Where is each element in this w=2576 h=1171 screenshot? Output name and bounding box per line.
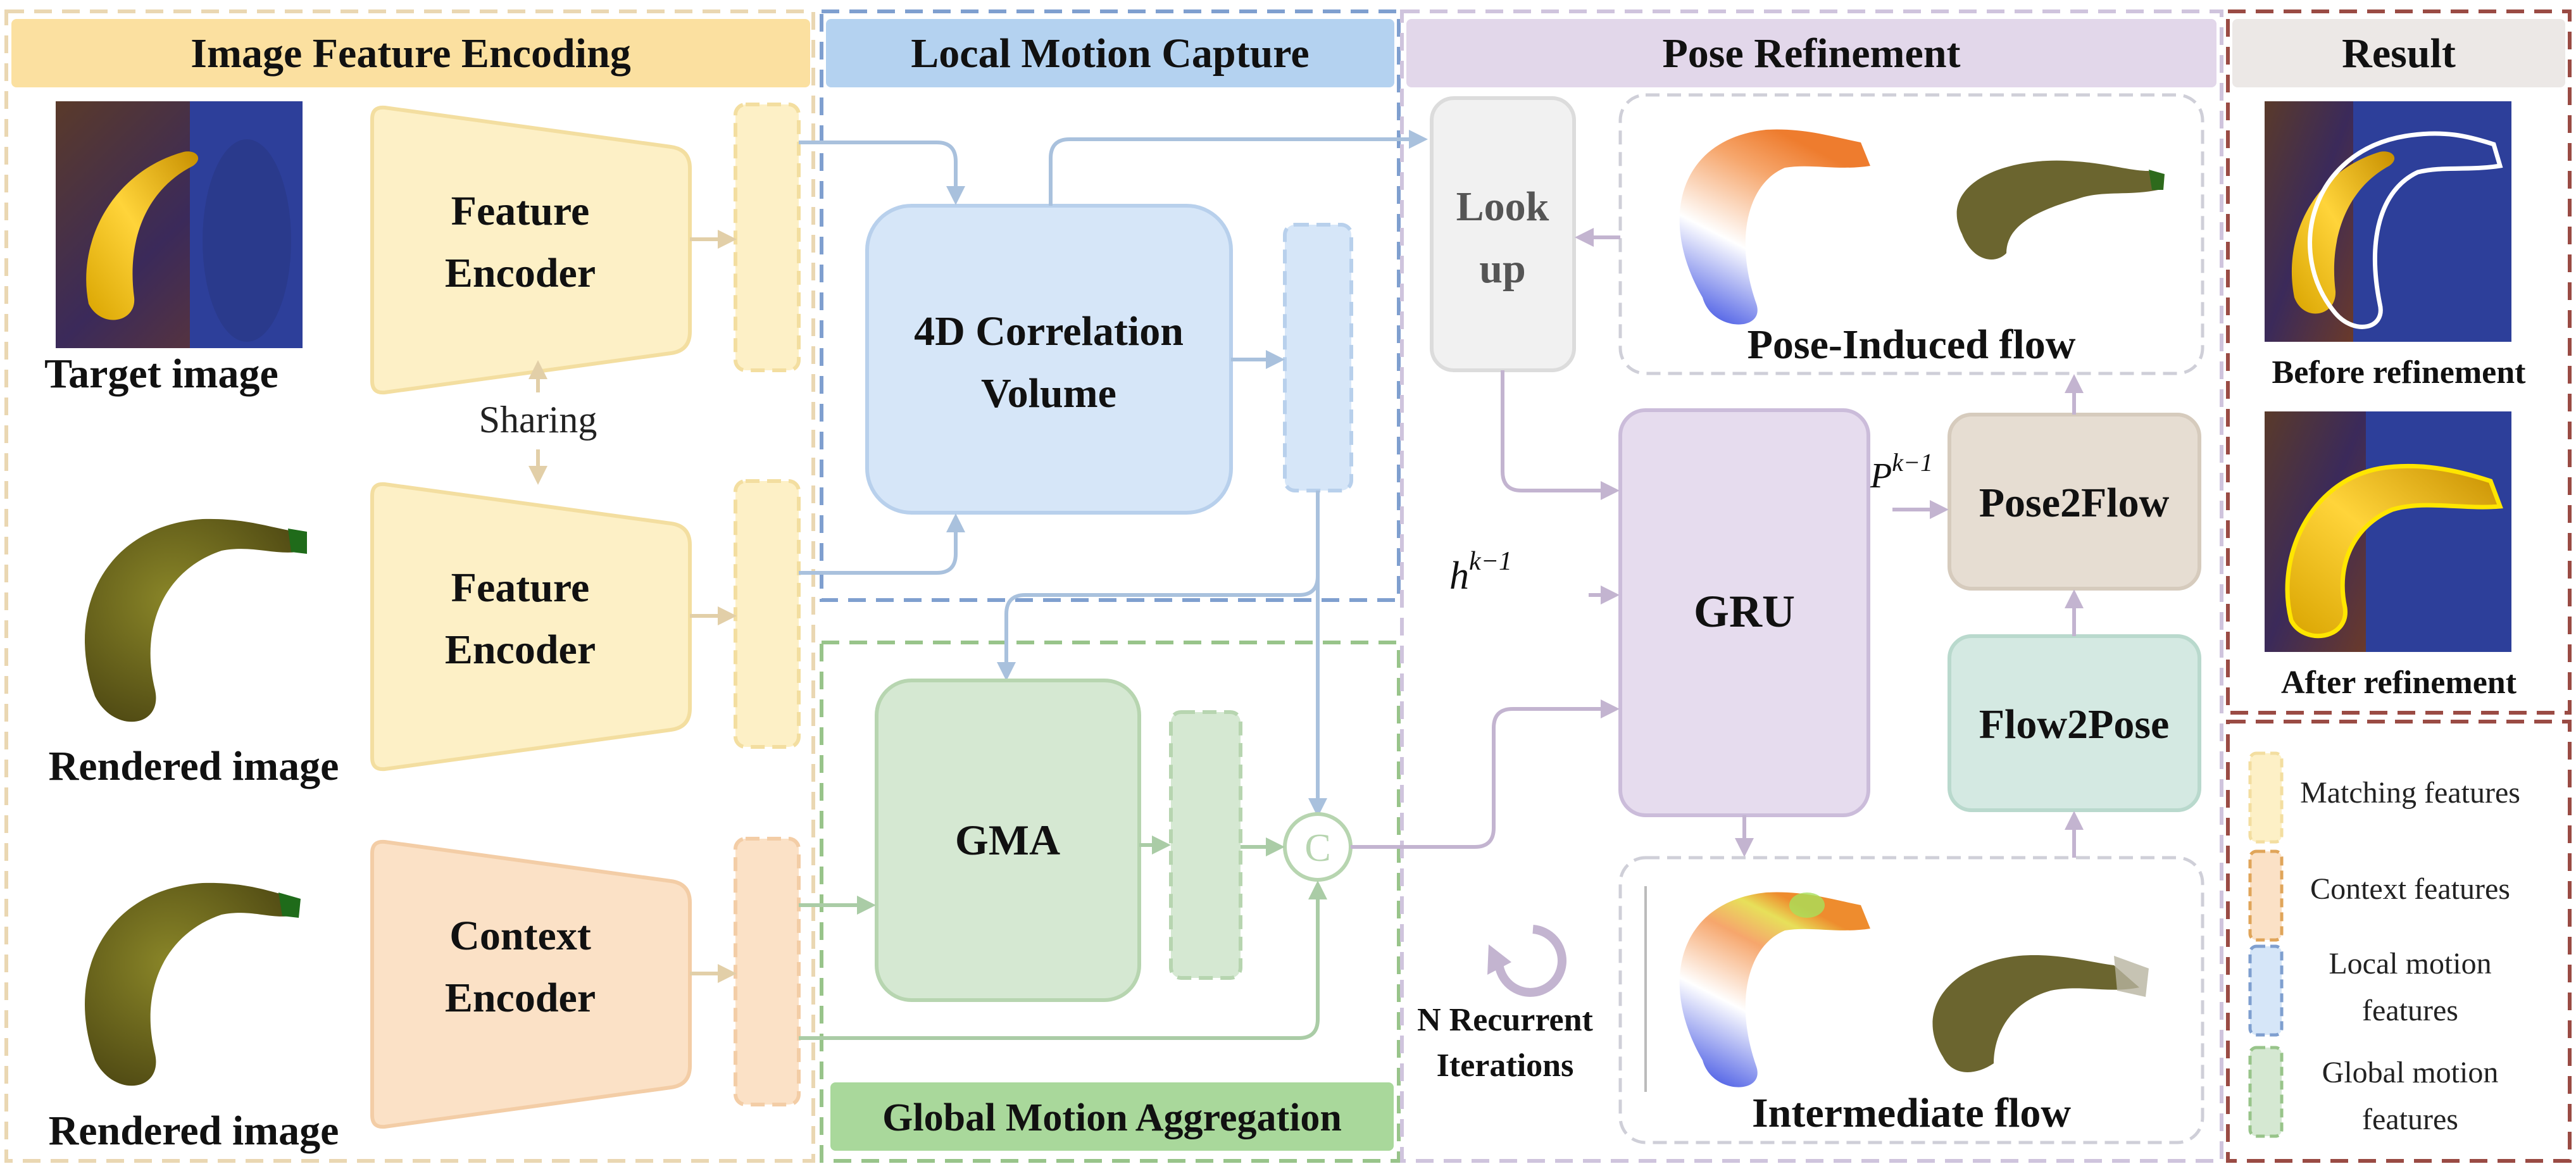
result-title-bar [2232,19,2565,87]
target-image-label: Target image [44,351,278,397]
gru-label: GRU [1694,586,1795,637]
local-motion-feature-bar [1283,223,1353,492]
legend-local-line2: features [2362,994,2458,1027]
legend-context-swatch [2248,849,2284,942]
pose-induced-flow-box [1618,93,2204,375]
global-motion-title-bar [830,1082,1394,1151]
feature-encoding-title: Image Feature Encoding [191,30,630,77]
correlation-volume-line1: 4D Correlation [914,308,1184,354]
feature-encoder-2 [370,482,692,772]
legend-frame [2226,720,2572,1163]
feature-encoder-1-line1: Feature [451,188,590,234]
legend-local-swatch [2248,944,2284,1037]
lookup-line2: up [1479,246,1525,292]
global-motion-frame [820,641,1401,1163]
pose-induced-flow-mesh [1956,160,2165,260]
intermediate-flow-field [1679,892,1870,1087]
feature-encoding-title-bar [11,19,810,87]
legend-global-swatch [2248,1046,2284,1138]
pose-induced-flow-field [1679,129,1870,325]
legend-global-line1: Global motion [2322,1056,2499,1089]
correlation-volume [865,204,1233,515]
feature-encoder-2-line2: Encoder [445,627,596,673]
intermediate-flow-mesh [1932,955,2149,1072]
correlation-volume-line2: Volume [981,370,1116,416]
rendered-image-1-label: Rendered image [49,743,339,789]
result-frame [2226,9,2572,715]
context-encoder [370,839,692,1129]
legend-matching-swatch [2248,751,2284,844]
flow2pose-label: Flow2Pose [1979,701,2170,748]
rendered-image-1 [84,518,307,722]
target-image [56,101,303,348]
result-after-image [2265,411,2511,652]
iterations-line1: N Recurrent [1417,1002,1593,1038]
rendered-image-2-label: Rendered image [49,1108,339,1154]
recurrent-loop-icon [1487,925,1566,997]
matching-feature-bar-2 [734,479,801,749]
local-motion-title: Local Motion Capture [911,30,1309,77]
local-motion-frame [820,9,1401,602]
gma-module [875,679,1141,1002]
feature-encoder-1 [370,105,692,395]
global-motion-feature-bar [1169,710,1242,980]
pose-refinement-title: Pose Refinement [1662,30,1960,77]
feature-encoding-frame [4,9,815,1163]
legend-matching-label: Matching features [2300,776,2520,810]
feature-encoder-1-line2: Encoder [445,250,596,296]
iterations-line2: Iterations [1437,1048,1574,1084]
pose-refinement-title-bar [1406,19,2216,87]
result-before-image [2265,101,2511,342]
gma-label: GMA [955,816,1060,864]
local-motion-title-bar [826,19,1394,87]
p-prev-pose: Pk−1 [1870,448,1933,496]
pose2flow-label: Pose2Flow [1979,480,2170,526]
pose-induced-flow-label: Pose-Induced flow [1748,322,2076,368]
intermediate-flow-box [1618,856,2204,1144]
lookup-module [1430,96,1576,372]
legend-local-line1: Local motion [2329,947,2491,980]
matching-feature-bar-1 [734,103,801,372]
global-motion-title: Global Motion Aggregation [882,1096,1342,1139]
result-title: Result [2342,30,2456,77]
pose-refinement-frame [1400,9,2223,1163]
concat-label: C [1304,827,1330,870]
context-encoder-line2: Encoder [445,975,596,1021]
intermediate-flow-label: Intermediate flow [1752,1090,2071,1136]
rendered-image-2 [84,882,301,1086]
feature-encoder-2-line1: Feature [451,565,590,611]
legend-global-line2: features [2362,1103,2458,1136]
result-before-label: Before refinement [2272,354,2527,391]
context-feature-bar [734,837,801,1106]
lookup-line1: Look [1456,184,1549,230]
result-after-label: After refinement [2281,665,2517,701]
sharing-label: Sharing [479,399,597,441]
context-encoder-line1: Context [449,913,591,959]
legend-context-label: Context features [2310,872,2510,906]
h-prev-state: hk−1 [1449,547,1512,598]
